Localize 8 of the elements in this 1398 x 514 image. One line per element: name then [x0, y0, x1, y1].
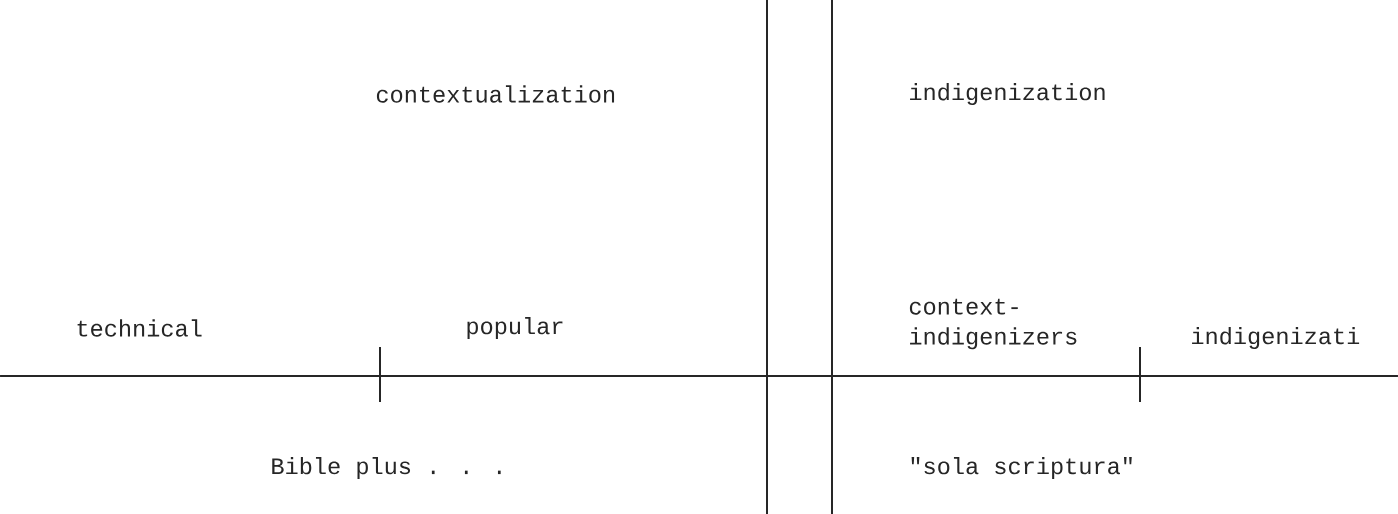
label: "sola scriptura" [911, 457, 1132, 479]
label: technical [77, 319, 202, 337]
label: context- indigenizers [909, 298, 1077, 350]
label: indigenization [910, 83, 1105, 105]
label: indigenizati [1192, 327, 1360, 349]
label: popular [467, 317, 563, 339]
label: Bible plus . . . [272, 457, 501, 479]
label: contextualization [376, 85, 615, 103]
